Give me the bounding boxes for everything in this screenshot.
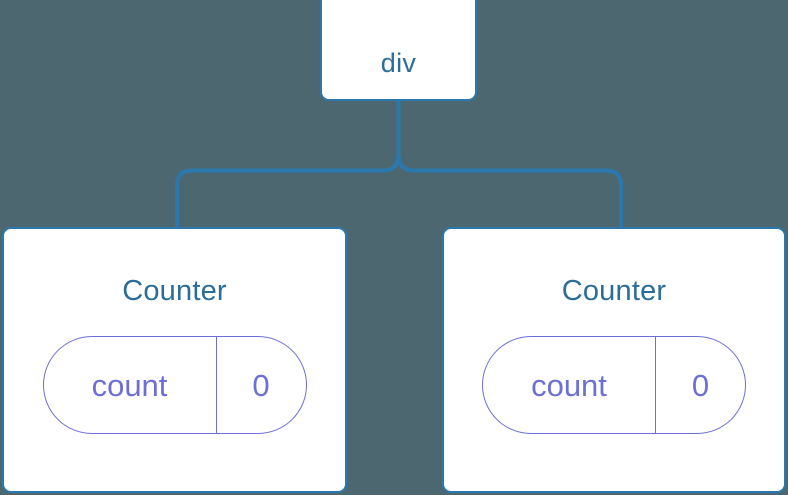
state-value-label: 0 bbox=[691, 367, 710, 403]
root-node-label: div bbox=[380, 48, 417, 78]
state-value-label: 0 bbox=[252, 367, 270, 403]
state-pill[interactable]: count 0 bbox=[42, 336, 307, 434]
component-title: Counter bbox=[561, 275, 667, 307]
state-key-label: count bbox=[483, 337, 656, 433]
component-title: Counter bbox=[122, 275, 227, 307]
root-node-div[interactable]: div bbox=[320, 0, 477, 101]
state-pill[interactable]: count 0 bbox=[482, 336, 746, 434]
state-key-label: count bbox=[44, 337, 217, 433]
connector-branch-left bbox=[175, 154, 401, 228]
connector-branch-right bbox=[396, 154, 623, 228]
component-card[interactable]: Counter count 0 bbox=[442, 227, 786, 493]
component-card[interactable]: Counter count 0 bbox=[2, 227, 347, 493]
